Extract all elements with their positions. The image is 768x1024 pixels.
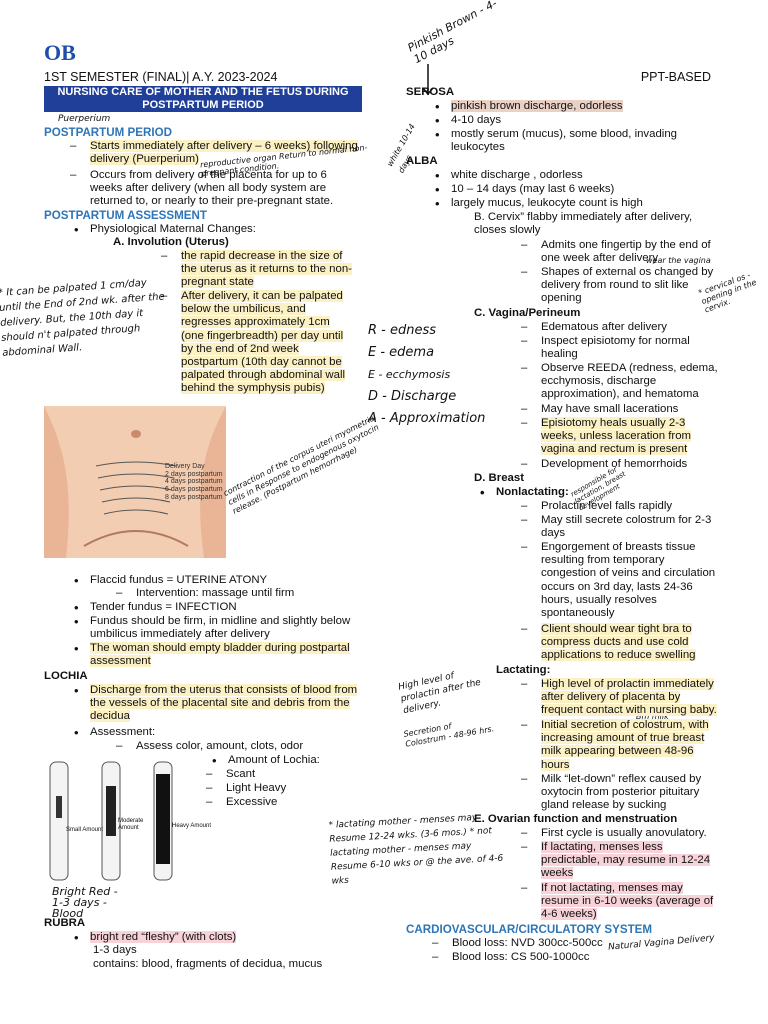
lochia-heading: LOCHIA: [44, 670, 88, 682]
lochia-assess-sub: Assess color, amount, clots, odor: [116, 740, 303, 753]
handwritten-note-palpated: * It can be palpated 1 cm/day until the …: [0, 277, 166, 359]
ovarian-item-2: If lactating, menses less predictable, m…: [521, 841, 717, 881]
rubra-item-1: bright red “fleshy” (with clots): [74, 931, 237, 944]
involution-heading: A. Involution (Uterus): [113, 236, 229, 248]
cardio-item-2: Blood loss: CS 500-1000cc: [432, 951, 589, 964]
breast-heading: D. Breast: [474, 472, 525, 484]
involution-item-1: the rapid decrease in the size of the ut…: [161, 250, 353, 290]
handwritten-note-colostrum: Secretion of Colostrum - 48-96 hrs.: [402, 721, 495, 749]
semester-label: 1ST SEMESTER (FINAL)| A.Y. 2023-2024: [44, 70, 278, 84]
ovarian-heading: E. Ovarian function and menstruation: [474, 813, 678, 825]
alba-item-1: white discharge , odorless: [435, 169, 583, 182]
rubra-item-2: 1-3 days: [93, 944, 137, 956]
cervix-item-1: Admits one fingertip by the end of one w…: [521, 239, 711, 265]
lactating-heading: Lactating:: [496, 664, 551, 676]
title-banner: NURSING CARE OF MOTHER AND THE FETUS DUR…: [44, 86, 362, 112]
nonlact-item-2: May still secrete colostrum for 2-3 days: [521, 514, 717, 540]
pads-illustration: [49, 761, 173, 881]
bullet-tender-fundus: Tender fundus = INFECTION: [74, 601, 237, 614]
lact-item-3: Milk “let-down” reflex caused by oxytoci…: [521, 773, 717, 813]
postpartum-period-heading: POSTPARTUM PERIOD: [44, 126, 172, 139]
vagina-item-1: Edematous after delivery: [521, 321, 717, 334]
arrow-icon: [422, 64, 434, 96]
abdomen-illustration: [44, 406, 226, 558]
bullet-flaccid-fundus: Flaccid fundus = UTERINE ATONY: [74, 574, 267, 587]
reeda-e2: E - ecchymosis: [368, 368, 451, 381]
figure-legend: Delivery Day 2 days postpartum 4 days po…: [165, 463, 223, 501]
alba-item-3: largely mucus, leukocyte count is high: [435, 197, 643, 210]
lochia-amount-scant: Scant: [206, 768, 255, 781]
cardio-item-1: Blood loss: NVD 300cc-500cc: [432, 937, 603, 950]
handwritten-note-menses: * lactating mother - menses may Resume 1…: [328, 812, 504, 887]
reeda-r: R - edness: [368, 323, 437, 338]
cervix-heading: B. Cervix” flabby immediately after deli…: [474, 211, 693, 237]
lochia-assessment: Assessment:: [74, 726, 155, 739]
pad-label-moderate: Moderate Amount: [118, 818, 144, 831]
pp-item-2: Occurs from delivery of the placenta for…: [90, 169, 362, 209]
reeda-e1: E - edema: [368, 345, 435, 360]
lochia-pads-figure: [44, 756, 210, 884]
lact-item-1: High level of prolactin immediately afte…: [521, 678, 717, 718]
reeda-a: A - Approximation: [368, 411, 486, 426]
handwritten-note-wear: wear the vagina: [646, 256, 711, 265]
pp-item-1: Starts immediately after delivery – 6 we…: [90, 140, 360, 166]
rubra-heading: RUBRA: [44, 917, 86, 929]
lochia-amount-excessive: Excessive: [206, 796, 277, 809]
vagina-heading: C. Vagina/Perineum: [474, 307, 581, 319]
cervix-item-2: Shapes of external os changed by deliver…: [521, 266, 716, 306]
lochia-definition: Discharge from the uterus that consists …: [74, 684, 362, 724]
involution-item-2: After delivery, it can be palpated below…: [161, 290, 355, 396]
ovarian-item-3: If not lactating, menses may resume in 6…: [521, 882, 721, 922]
handwritten-note-pinkish: Pinkish Brown - 4-10 days: [405, 0, 500, 67]
lochia-amount-light-heavy: Light Heavy: [206, 782, 286, 795]
reeda-d: D - Discharge: [368, 389, 457, 404]
uterus-involution-figure: [44, 406, 226, 558]
postpartum-assessment-heading: POSTPARTUM ASSESSMENT: [44, 209, 207, 222]
rubra-item-3: contains: blood, fragments of decidua, m…: [93, 958, 323, 970]
serosa-item-2: 4-10 days: [435, 114, 501, 127]
nonlact-item-1: Prolactin level falls rapidly: [521, 500, 717, 513]
vagina-item-6: Development of hemorrhoids: [521, 458, 717, 471]
handwritten-note-prolactin: High level of prolactin after the delive…: [397, 671, 482, 717]
bullet-empty-bladder: The woman should empty bladder during po…: [74, 642, 354, 668]
handwritten-note-puerperium: Puerperium: [58, 114, 111, 124]
nonlactating-heading: Nonlactating:: [480, 486, 569, 499]
serosa-item-1: pinkish brown discharge, odorless: [435, 100, 623, 113]
lact-item-2: Initial secretion of colostrum, with inc…: [521, 719, 717, 772]
physiological-changes: Physiological Maternal Changes:: [74, 223, 256, 236]
doc-type-label: PPT-BASED: [640, 70, 711, 84]
pad-label-heavy: Heavy Amount: [172, 823, 212, 829]
vagina-item-2: Inspect episiotomy for normal healing: [521, 335, 717, 361]
pad-label-small: Small Amount: [66, 827, 104, 833]
alba-item-2: 10 – 14 days (may last 6 weeks): [435, 183, 614, 196]
handwritten-note-contraction: contraction of the corpus uteri myometri…: [222, 412, 381, 516]
vagina-item-5: Episiotomy heals usually 2-3 weeks, unle…: [521, 417, 717, 457]
alba-heading: ALBA: [406, 155, 438, 167]
lochia-amount-heading: Amount of Lochia:: [212, 754, 320, 767]
serosa-item-3: mostly serum (mucus), some blood, invadi…: [435, 128, 691, 154]
bullet-intervention: Intervention: massage until firm: [116, 587, 294, 600]
handwritten-note-bright-red: Bright Red - 1-3 days - Blood: [52, 885, 118, 920]
vagina-item-4: May have small lacerations: [521, 403, 717, 416]
nonlact-item-4: Client should wear tight bra to compress…: [521, 623, 711, 663]
serosa-heading: SEROSA: [406, 86, 455, 98]
logo: OB: [44, 40, 76, 65]
vagina-item-3: Observe REEDA (redness, edema, ecchymosi…: [521, 362, 721, 402]
bullet-firm-fundus: Fundus should be firm, in midline and sl…: [74, 615, 360, 641]
pp-item-2-text: Occurs from delivery of the placenta for…: [90, 169, 334, 208]
reeda-mnemonic: R - edness E - edema E - ecchymosis D - …: [368, 320, 485, 430]
ovarian-item-1: First cycle is usually anovulatory.: [521, 827, 707, 840]
cardio-heading: CARDIOVASCULAR/CIRCULATORY SYSTEM: [406, 923, 653, 936]
nonlact-item-3: Engorgement of breasts tissue resulting …: [521, 541, 717, 620]
